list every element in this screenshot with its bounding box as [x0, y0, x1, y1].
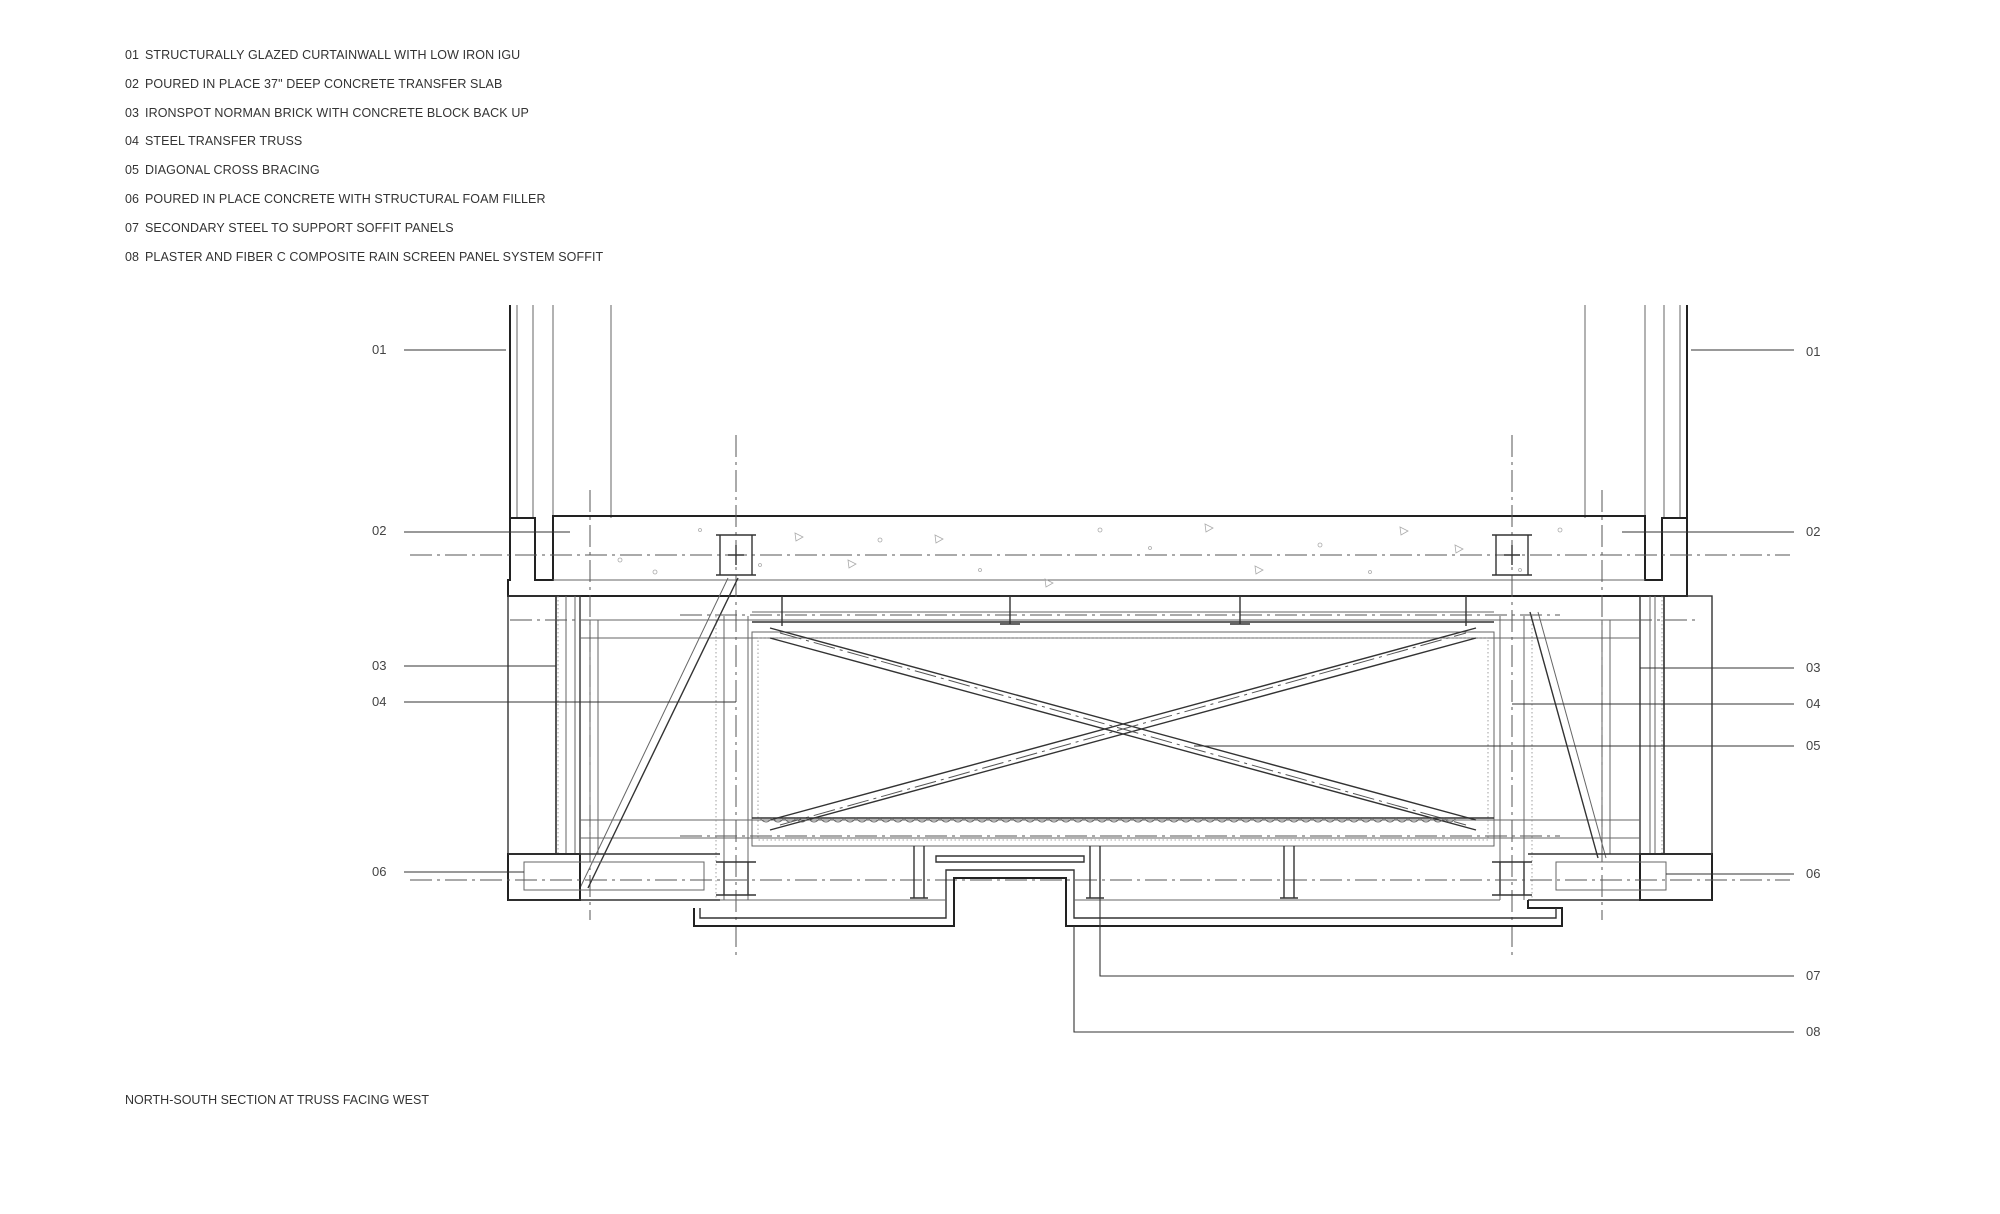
- legend-item: 01 STRUCTURALLY GLAZED CURTAINWALL WITH L…: [125, 46, 603, 75]
- callout-label-06-left: 06: [372, 864, 387, 879]
- legend-text: STRUCTURALLY GLAZED CURTAINWALL WITH LOW…: [145, 48, 521, 62]
- callout-label-01-left: 01: [372, 342, 387, 357]
- steel-truss: [579, 435, 1640, 960]
- legend-item: 05 DIAGONAL CROSS BRACING: [125, 161, 603, 190]
- concrete-foam-filler: [410, 853, 1790, 901]
- legend-number: 02: [125, 76, 140, 91]
- callout-label-02-right: 02: [1806, 524, 1821, 539]
- callout-leaders: [404, 349, 1794, 1033]
- legend-item: 04 STEEL TRANSFER TRUSS: [125, 132, 603, 161]
- legend-text: STEEL TRANSFER TRUSS: [145, 134, 303, 149]
- legend-text: POURED IN PLACE 37" DEEP CONCRETE TRANSF…: [145, 76, 503, 91]
- legend-number: 08: [125, 249, 140, 264]
- legend-number: 07: [125, 220, 140, 235]
- callout-label-05-right: 05: [1806, 738, 1821, 753]
- legend-number: 01: [125, 48, 140, 62]
- drawing-caption: NORTH-SOUTH SECTION AT TRUSS FACING WEST: [125, 1093, 429, 1107]
- legend-text: PLASTER AND FIBER C COMPOSITE RAIN SCREE…: [145, 249, 604, 264]
- callout-label-07-right: 07: [1806, 968, 1821, 983]
- curtainwall: [509, 305, 1688, 518]
- cross-bracing: [680, 595, 1560, 847]
- legend-text: DIAGONAL CROSS BRACING: [145, 163, 320, 178]
- legend-item: 02 POURED IN PLACE 37" DEEP CONCRETE TRAN…: [125, 75, 603, 104]
- legend-item: 06 POURED IN PLACE CONCRETE WITH STRUCTUR…: [125, 190, 603, 219]
- soffit-panels: [693, 846, 1563, 927]
- callout-label-02-left: 02: [372, 523, 387, 538]
- callout-label-04-right: 04: [1806, 696, 1821, 711]
- legend-text: POURED IN PLACE CONCRETE WITH STRUCTURAL…: [145, 191, 546, 206]
- legend-number: 04: [125, 134, 140, 149]
- callout-label-03-left: 03: [372, 658, 387, 673]
- callout-label-04-left: 04: [372, 694, 387, 709]
- callout-label-06-right: 06: [1806, 866, 1821, 881]
- callout-label-03-right: 03: [1806, 660, 1821, 675]
- legend-item: 08 PLASTER AND FIBER C COMPOSITE RAIN SCR…: [125, 248, 603, 277]
- legend-number: 06: [125, 191, 140, 206]
- legend-item: 07 SECONDARY STEEL TO SUPPORT SOFFIT PANE…: [125, 219, 603, 248]
- legend-item: 03 IRONSPOT NORMAN BRICK WITH CONCRETE BL…: [125, 104, 603, 133]
- legend-text: SECONDARY STEEL TO SUPPORT SOFFIT PANELS: [145, 220, 454, 235]
- legend: 01 STRUCTURALLY GLAZED CURTAINWALL WITH L…: [125, 46, 603, 276]
- transfer-slab: [410, 515, 1790, 597]
- callout-label-01-right: 01: [1806, 344, 1821, 359]
- legend-number: 05: [125, 163, 140, 178]
- legend-text: IRONSPOT NORMAN BRICK WITH CONCRETE BLOC…: [145, 105, 529, 120]
- legend-number: 03: [125, 105, 140, 120]
- callout-label-08-right: 08: [1806, 1024, 1821, 1039]
